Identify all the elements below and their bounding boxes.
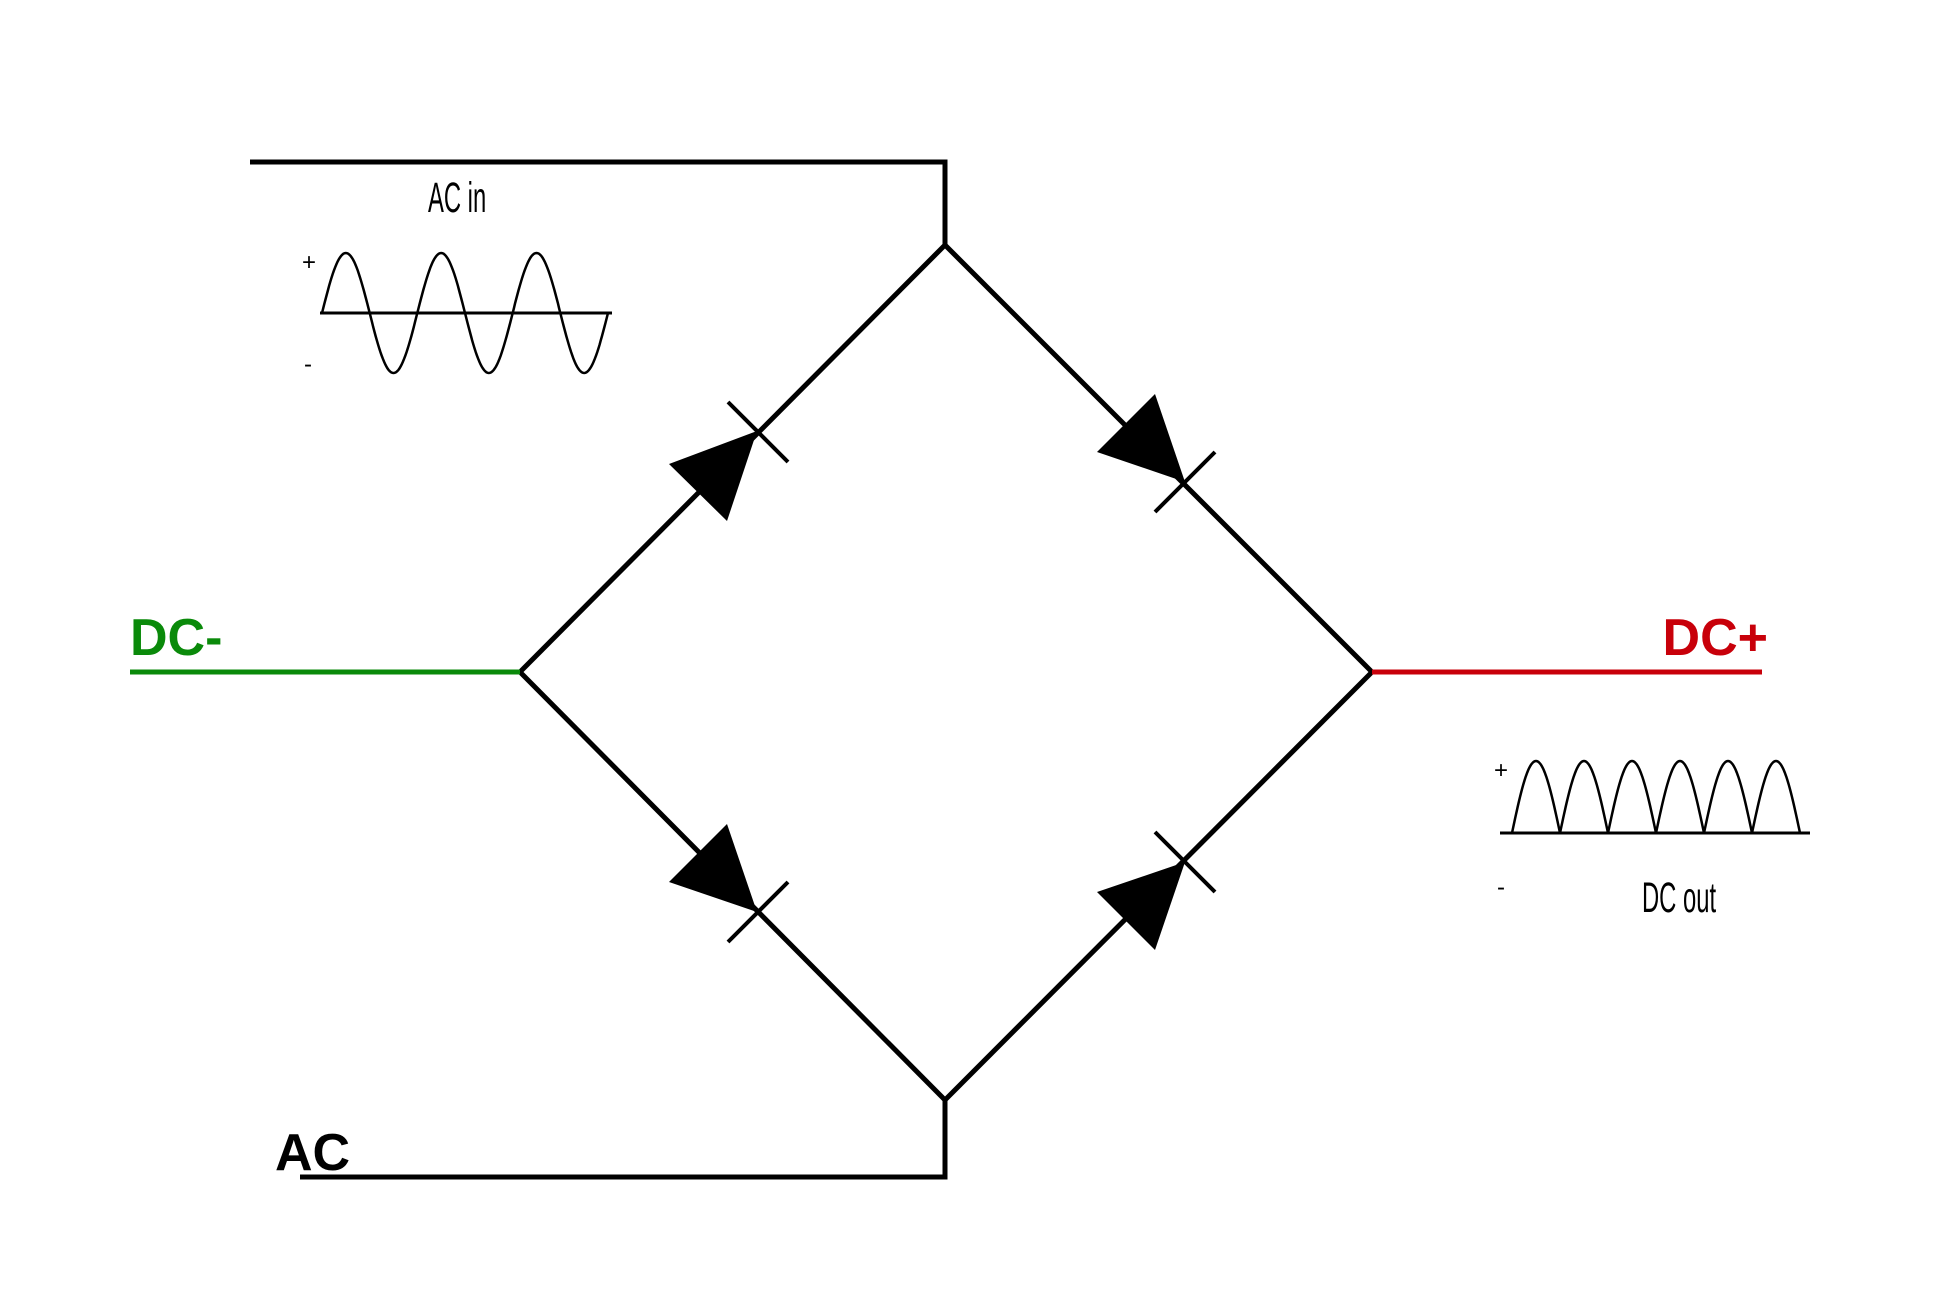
dc-out-label: DC out [1642, 875, 1716, 922]
ac-in-plus-sign: + [302, 249, 316, 276]
ac-in-sine-wave [320, 251, 610, 375]
dc-out-plus-sign: + [1494, 757, 1508, 784]
ac-in-label: AC in [428, 175, 486, 222]
dc-out-minus-sign: - [1497, 874, 1505, 901]
diode-bottom-left [669, 824, 790, 944]
ac-bottom-wire [300, 1100, 948, 1180]
ac-top-wire [250, 159, 948, 245]
diode-top-left [669, 400, 790, 521]
dc-positive-label: DC+ [1663, 609, 1768, 667]
diode-top-right [1097, 394, 1217, 514]
ac-in-minus-sign: - [304, 351, 312, 378]
ac-in-waveform: AC in + - [302, 175, 612, 378]
diode-bottom-right [1097, 830, 1217, 950]
ac-label: AC [275, 1124, 350, 1182]
dc-out-waveform: + - DC out [1494, 757, 1810, 922]
dc-negative-label: DC- [130, 609, 222, 667]
dc-out-rectified-wave [1510, 759, 1802, 834]
